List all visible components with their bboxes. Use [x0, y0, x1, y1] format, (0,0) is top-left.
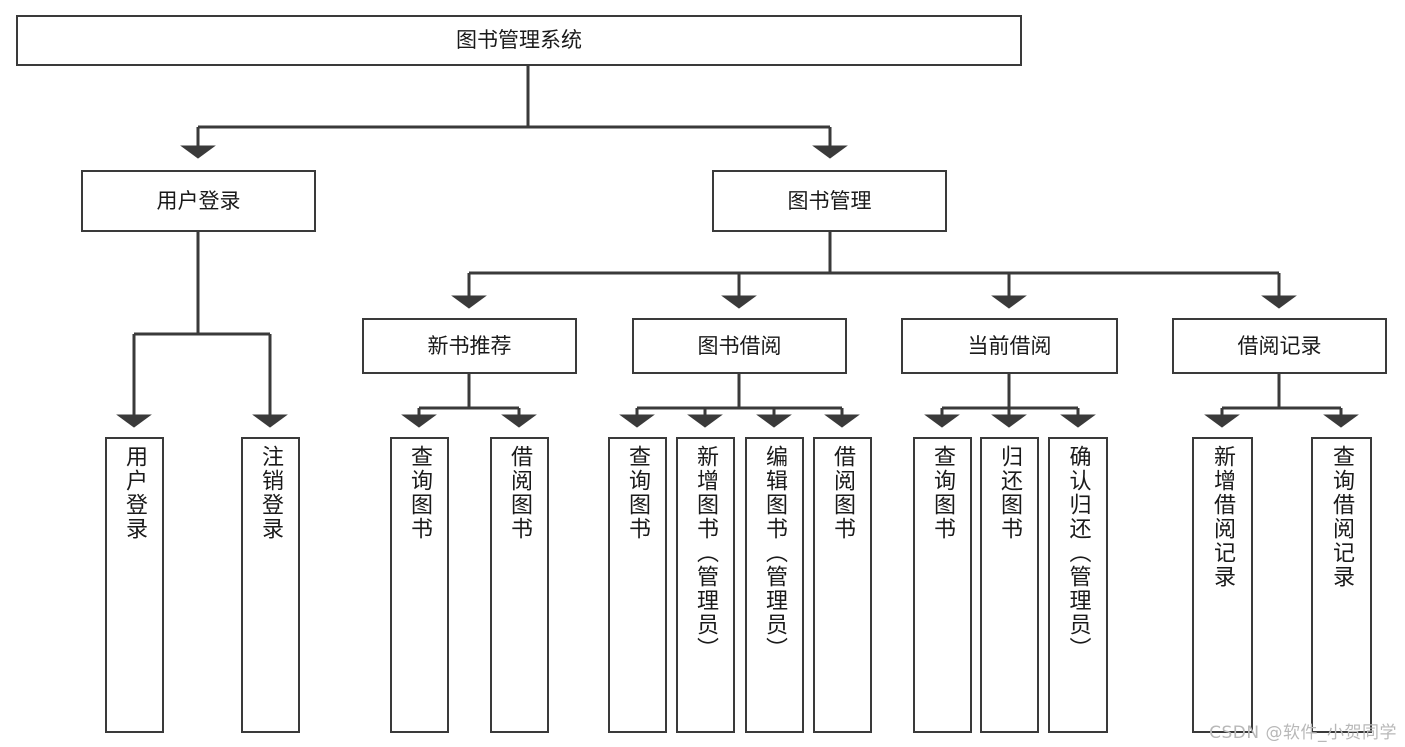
leaf-user-login-label: 用户登录 — [122, 445, 148, 541]
node-book-manage-label: 图书管理 — [787, 188, 872, 213]
node-root[interactable]: 图书管理系统 — [16, 15, 1022, 66]
leaf-query-book-borrow[interactable]: 查询图书 — [608, 437, 667, 733]
leaf-confirm-return-label: 确认归还（管理员） — [1065, 445, 1091, 661]
leaf-user-login[interactable]: 用户登录 — [105, 437, 164, 733]
leaf-add-borrow-record-label: 新增借阅记录 — [1210, 445, 1236, 589]
leaf-borrow-book-label: 借阅图书 — [830, 445, 856, 541]
leaf-logout-label: 注销登录 — [258, 445, 284, 541]
leaf-borrow-book[interactable]: 借阅图书 — [813, 437, 872, 733]
leaf-query-borrow-record-label: 查询借阅记录 — [1329, 445, 1355, 589]
leaf-query-book-recommend-label: 查询图书 — [407, 445, 433, 541]
node-new-book-recommend-label: 新书推荐 — [427, 333, 512, 358]
leaf-edit-book-label: 编辑图书（管理员） — [762, 445, 788, 661]
leaf-borrow-book-recommend-label: 借阅图书 — [507, 445, 533, 541]
leaf-borrow-book-recommend[interactable]: 借阅图书 — [490, 437, 549, 733]
node-new-book-recommend[interactable]: 新书推荐 — [362, 318, 577, 374]
node-borrow-record-label: 借阅记录 — [1237, 333, 1322, 358]
leaf-edit-book[interactable]: 编辑图书（管理员） — [745, 437, 804, 733]
node-current-borrow[interactable]: 当前借阅 — [901, 318, 1118, 374]
leaf-logout[interactable]: 注销登录 — [241, 437, 300, 733]
node-book-manage[interactable]: 图书管理 — [712, 170, 947, 232]
node-root-label: 图书管理系统 — [456, 28, 582, 53]
leaf-return-book-label: 归还图书 — [997, 445, 1023, 541]
node-book-borrow[interactable]: 图书借阅 — [632, 318, 847, 374]
node-user-login[interactable]: 用户登录 — [81, 170, 316, 232]
leaf-query-borrow-record[interactable]: 查询借阅记录 — [1311, 437, 1372, 733]
leaf-add-book-label: 新增图书（管理员） — [693, 445, 719, 661]
leaf-query-book-borrow-label: 查询图书 — [625, 445, 651, 541]
node-book-borrow-label: 图书借阅 — [697, 333, 782, 358]
csdn-watermark: CSDN @软件_小贺同学 — [1209, 723, 1397, 743]
node-user-login-label: 用户登录 — [156, 188, 241, 213]
leaf-confirm-return[interactable]: 确认归还（管理员） — [1048, 437, 1108, 733]
node-current-borrow-label: 当前借阅 — [967, 333, 1052, 358]
node-borrow-record[interactable]: 借阅记录 — [1172, 318, 1387, 374]
leaf-return-book[interactable]: 归还图书 — [980, 437, 1039, 733]
leaf-add-book[interactable]: 新增图书（管理员） — [676, 437, 735, 733]
leaf-query-book-current-label: 查询图书 — [930, 445, 956, 541]
leaf-query-book-recommend[interactable]: 查询图书 — [390, 437, 449, 733]
leaf-add-borrow-record[interactable]: 新增借阅记录 — [1192, 437, 1253, 733]
leaf-query-book-current[interactable]: 查询图书 — [913, 437, 972, 733]
